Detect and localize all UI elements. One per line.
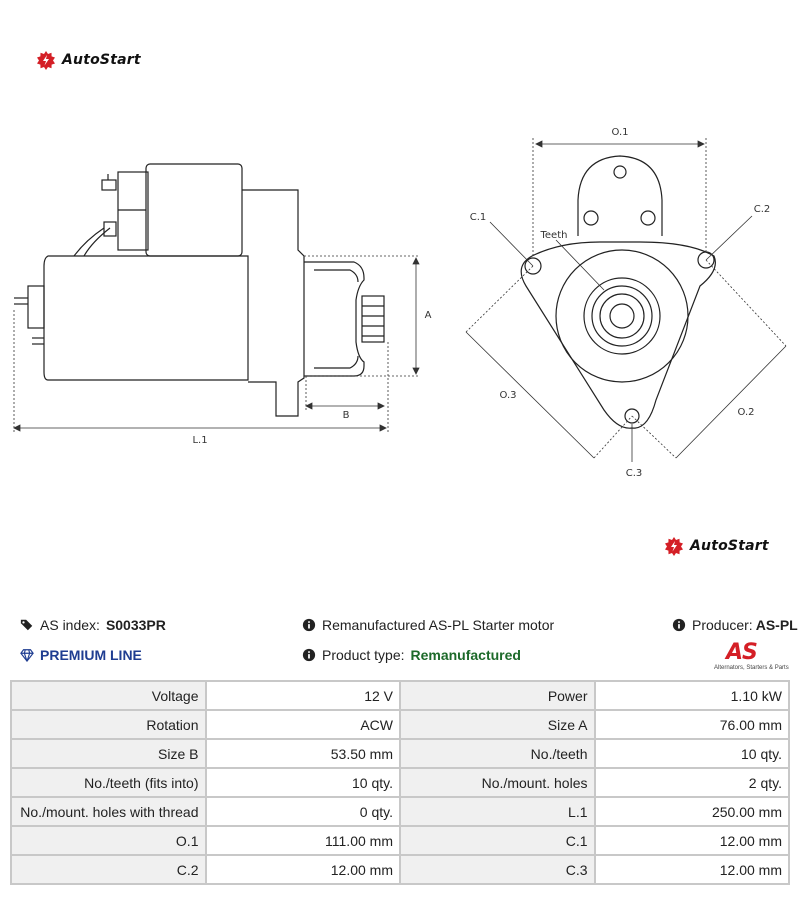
front-dimensions [465,138,787,462]
as-logo-tagline: Alternators, Starters & Parts [714,665,789,671]
as-index: AS index: S0033PR [20,617,166,633]
tags-icon [20,619,33,631]
label-a: A [425,310,432,321]
technical-drawing: L.1 B A O.1 O.3 O.2 C.1 C.2 C.3 [13,127,787,479]
as-pl-logo: AS Alternators, Starters & Parts [714,640,792,674]
info-circle-icon [302,618,316,632]
spec-label: C.2 [10,854,207,885]
spec-value: 12.00 mm [204,854,401,885]
side-dimensions [13,255,420,434]
spec-label: C.3 [399,854,596,885]
premium-line-badge: PREMIUM LINE [20,647,142,663]
diamond-icon [20,649,34,662]
spec-value: 12 V [204,680,401,711]
spec-label: No./teeth (fits into) [10,767,207,798]
autostart-logo-bottom: AutoStart [664,536,769,556]
producer-value: AS-PL [755,617,798,633]
producer: Producer: AS-PL [672,617,798,633]
as-index-label: AS index: [40,617,100,633]
label-o3: O.3 [499,390,516,401]
producer-label: Producer: [692,617,753,633]
premium-line-label: PREMIUM LINE [40,647,142,663]
spec-label: O.1 [10,825,207,856]
spec-label: L.1 [399,796,596,827]
front-view [520,155,716,429]
label-b: B [343,410,350,421]
product-description: Remanufactured AS-PL Starter motor [302,617,554,633]
spec-value: 250.00 mm [593,796,790,827]
info-circle-icon [672,618,686,632]
side-view [14,163,385,417]
brand-name: AutoStart [690,538,769,554]
spec-value: ACW [204,709,401,740]
label-c1: C.1 [470,212,487,223]
label-o2: O.2 [737,407,754,418]
spec-value: 53.50 mm [204,738,401,769]
spec-value: 10 qty. [593,738,790,769]
spec-value: 10 qty. [204,767,401,798]
spec-row: No./teeth (fits into)10 qty.No./mount. h… [10,767,790,798]
spec-value: 12.00 mm [593,825,790,856]
label-l1: L.1 [192,435,207,446]
product-type-label: Product type: [322,647,405,663]
spec-label: Voltage [10,680,207,711]
info-circle-icon [302,648,316,662]
spec-label: Power [399,680,596,711]
spec-label: No./mount. holes with thread [10,796,207,827]
label-o1: O.1 [611,127,628,138]
spec-value: 2 qty. [593,767,790,798]
spec-label: No./teeth [399,738,596,769]
description-text: Remanufactured AS-PL Starter motor [322,617,555,633]
label-c2: C.2 [754,204,771,215]
spec-label: Rotation [10,709,207,740]
product-type-value: Remanufactured [410,647,521,663]
spec-value: 12.00 mm [593,854,790,885]
spec-value: 111.00 mm [204,825,401,856]
label-c3: C.3 [626,468,643,479]
spec-label: No./mount. holes [399,767,596,798]
spec-label: Size A [399,709,596,740]
brand-name: AutoStart [62,52,141,68]
gear-bolt-icon [37,51,55,70]
as-logo-mark: AS [726,640,758,665]
gear-bolt-icon [665,537,683,556]
spec-label: C.1 [399,825,596,856]
as-index-value: S0033PR [105,617,166,633]
label-teeth: Teeth [540,230,568,241]
product-type: Product type: Remanufactured [302,647,521,663]
autostart-logo-top: AutoStart [36,50,141,70]
spec-value: 76.00 mm [593,709,790,740]
spec-value: 1.10 kW [593,680,790,711]
spec-value: 0 qty. [204,796,401,827]
spec-label: Size B [10,738,207,769]
